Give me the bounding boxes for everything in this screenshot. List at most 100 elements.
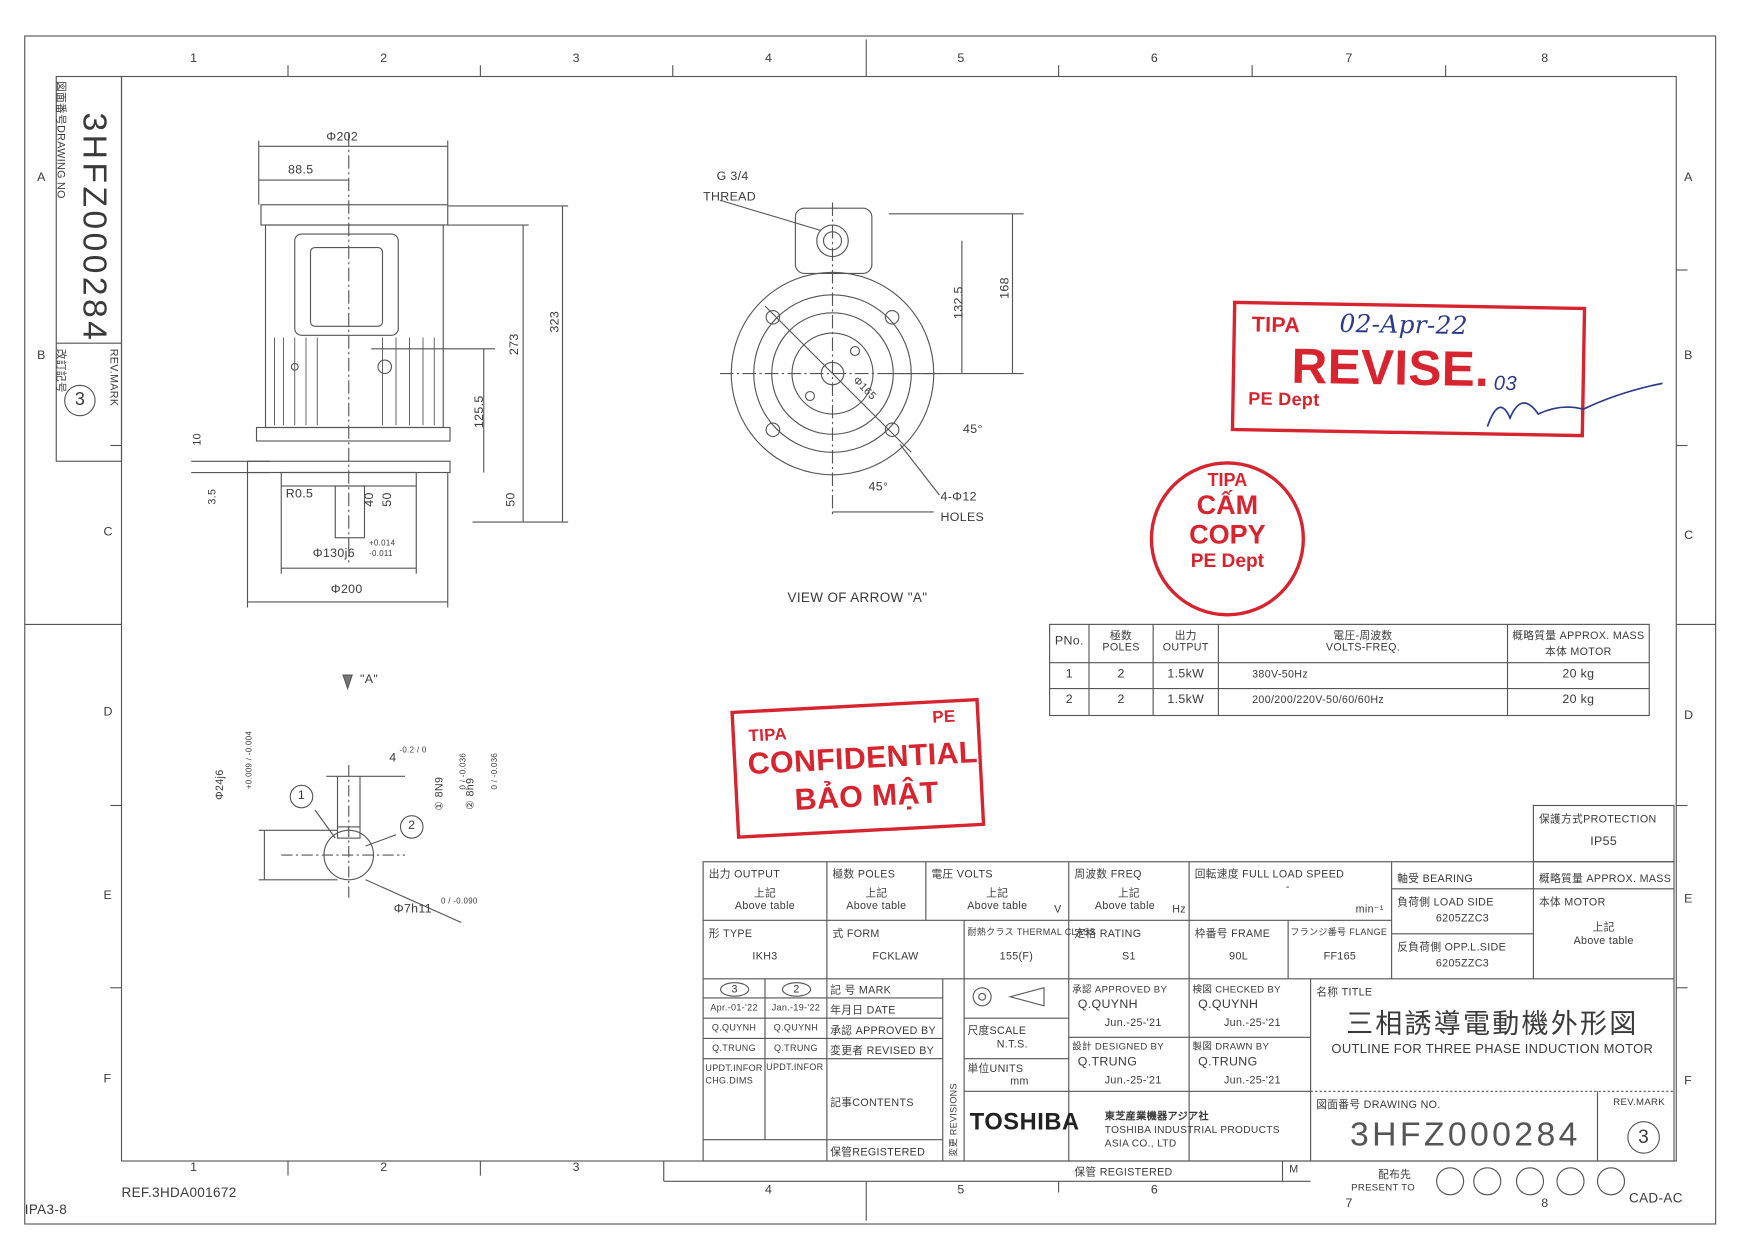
drawn-date: Jun.-25-'21 [1224, 1074, 1281, 1087]
poles-value: Above table [846, 900, 907, 913]
load-side-label: 負荷側 LOAD SIDE [1397, 896, 1494, 909]
column-label: 6 [1150, 1183, 1159, 1198]
flange-value: FF165 [1323, 950, 1357, 963]
scale-label: 尺度SCALE [967, 1024, 1027, 1038]
header-pno: PNo. [1054, 634, 1084, 649]
column-label: 5 [957, 1183, 965, 1198]
balloon-1: 1 [297, 788, 306, 803]
speed-value: - [1285, 880, 1290, 894]
row-label: E [1684, 892, 1693, 906]
above-jp: 上記 [1117, 887, 1140, 900]
thread-size: G 3/4 [716, 169, 749, 184]
flange-view-outline [719, 199, 1024, 518]
frame-value: 90L [1229, 950, 1249, 963]
rev-mark-label: REV.MARK [1613, 1095, 1666, 1107]
cell-volts: 380V-50Hz [1252, 668, 1309, 681]
dim-key-depth: 4 [389, 751, 397, 766]
drawn-by: Q.TRUNG [1198, 1055, 1258, 1069]
confidential-stamp-company: TIPA [748, 724, 788, 746]
header-poles: POLES [1102, 641, 1140, 654]
volts-value: Above table [967, 900, 1028, 913]
revision-revised: Q.TRUNG [774, 1042, 818, 1053]
output-label: 出力 OUTPUT [708, 868, 781, 881]
header-output: OUTPUT [1162, 641, 1209, 654]
freq-unit: Hz [1172, 903, 1186, 916]
registered-bottom-label: 保管 REGISTERED [1074, 1166, 1173, 1179]
approved-label: 承認 APPROVED BY [1072, 983, 1168, 995]
column-label: 1 [190, 51, 198, 66]
view-caption: VIEW OF ARROW "A" [787, 589, 928, 606]
column-label: 6 [1150, 51, 1159, 66]
flange-label: フランジ番号 FLANGE [1290, 927, 1388, 938]
revision-contents: UPDT.INFOR CHG.DIMS [705, 1063, 763, 1086]
row-label: D [1684, 708, 1694, 723]
title-label: 名称 TITLE [1316, 986, 1373, 999]
revision-approved: Q.QUYNH [773, 1022, 819, 1033]
scale-value: N.T.S. [996, 1038, 1028, 1051]
no-copy-stamp-company: TIPA [1207, 471, 1248, 491]
dim-spigot-50: 50 [504, 492, 518, 507]
form-value: FCKLAW [872, 950, 919, 963]
rev-approved-label: 承認 APPROVED BY [830, 1024, 936, 1038]
dim-radius: R0.5 [285, 487, 314, 501]
dim-height-323: 323 [548, 310, 563, 333]
dim-keyway-1: ① 8N9 [433, 776, 447, 811]
revise-stamp: TIPA 02-Apr-22 REVISE. 03 PE Dept [1230, 300, 1664, 438]
front-view-outline [191, 132, 569, 691]
no-copy-stamp-line2: COPY [1189, 519, 1266, 551]
checked-by: Q.QUYNH [1198, 997, 1259, 1012]
drawing-no-label: 図面番号DRAWING NO [54, 81, 67, 199]
header-volts-jp: 電圧-周波数 [1333, 630, 1393, 643]
spec-table-lines [1049, 623, 1650, 717]
designed-date: Jun.-25-'21 [1104, 1074, 1162, 1087]
checked-label: 検図 CHECKED BY [1192, 983, 1281, 995]
revision-mark: 2 [781, 982, 812, 997]
header-output-jp: 出力 [1174, 630, 1197, 643]
dim-top-diameter: Φ202 [326, 130, 359, 145]
dim-spigot-tol-lower: -0.011 [369, 550, 393, 558]
date-label: 年月日 DATE [830, 1004, 896, 1017]
revision-date: Apr.-01-'22 [710, 1002, 758, 1013]
holes-label: HOLES [940, 510, 985, 525]
column-label: 7 [1345, 51, 1353, 66]
frame-label: 枠番号 FRAME [1194, 928, 1271, 941]
revised-label: 変更者 REVISED BY [830, 1045, 935, 1058]
row-label: B [1684, 348, 1693, 363]
angle-45-upper: 45° [963, 423, 983, 437]
row-label: D [103, 705, 113, 719]
company-name-line1: TOSHIBA INDUSTRIAL PRODUCTS [1104, 1123, 1280, 1136]
dim-keyway-2: ② 8h9 [464, 777, 477, 810]
cell-mass: 20 kg [1562, 667, 1595, 681]
dim-key-diameter-tol: 0 / -0.090 [441, 897, 478, 906]
dim-132-5: 132.5 [952, 286, 966, 319]
company-name-jp: 東芝産業機器アジア社 [1104, 1110, 1209, 1122]
dim-shaft-40: 40 [362, 492, 377, 507]
load-side-bearing: 6205ZZC3 [1435, 912, 1490, 925]
units-label: 単位UNITS [967, 1063, 1024, 1076]
rev-label: REV.MARK [106, 348, 120, 407]
cell-output: 1.5kW [1167, 693, 1205, 707]
dim-168: 168 [998, 277, 1013, 299]
cell-volts: 200/200/220V-50/60/60Hz [1252, 694, 1385, 707]
column-label: 4 [765, 1183, 773, 1198]
mass-label: 概略質量 APPROX. MASS [1539, 873, 1672, 886]
opp-side-label: 反負荷側 OPP.L.SIDE [1397, 941, 1507, 954]
no-copy-stamp: TIPA CẤM COPY PE Dept [1149, 461, 1305, 617]
motor-label: 本体 MOTOR [1539, 896, 1606, 909]
rating-value: S1 [1122, 950, 1136, 963]
rev-label-jp: 改訂記号 [54, 348, 67, 393]
cell-poles: 2 [1117, 693, 1125, 707]
volts-unit: V [1054, 903, 1062, 916]
m-label: M [1289, 1163, 1299, 1176]
view-arrow-label: "A" [360, 672, 379, 687]
cell-pno: 2 [1065, 693, 1073, 707]
revision-contents: UPDT.INFOR [766, 1062, 824, 1073]
rev-mark-value: 3 [74, 390, 85, 410]
header-volts: VOLTS-FREQ. [1325, 641, 1401, 654]
row-label: A [1684, 171, 1693, 185]
cad-code: CAD-AC [1629, 1190, 1683, 1206]
dim-foot-10: 10 [191, 433, 204, 446]
revision-approved: Q.QUYNH [711, 1022, 757, 1033]
speed-label: 回転速度 FULL LOAD SPEED [1194, 868, 1345, 881]
